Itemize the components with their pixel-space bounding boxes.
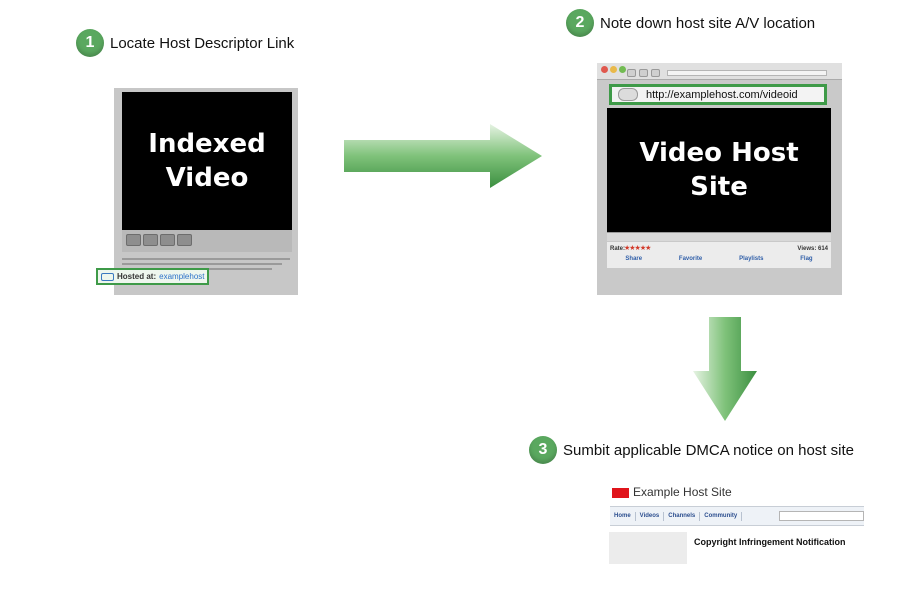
control-button <box>143 234 158 246</box>
hosted-at-host: examplehost <box>159 272 205 281</box>
host-video-player: Video Host Site <box>607 108 831 232</box>
right-arrow-icon <box>344 124 542 188</box>
video-actions: Share Favorite Playlists Flag <box>607 256 831 262</box>
host-descriptor-link[interactable]: Hosted at: examplehost <box>96 268 209 285</box>
playlists-link[interactable]: Playlists <box>739 256 764 262</box>
hosted-at-label: Hosted at: <box>117 272 157 281</box>
maximize-dot-icon <box>619 66 626 73</box>
share-link[interactable]: Share <box>625 256 643 262</box>
step-2-number: 2 <box>566 9 594 37</box>
nav-home[interactable]: Home <box>610 511 636 521</box>
down-arrow-icon <box>693 317 757 421</box>
flag-link[interactable]: Flag <box>800 256 813 262</box>
host-logo-icon <box>612 488 629 498</box>
host-url-field[interactable]: http://examplehost.com/videoid <box>609 84 827 105</box>
views-count: Views: 614 <box>797 246 828 252</box>
rating-stars-icon: ★★★★★ <box>624 245 651 252</box>
description-line <box>122 258 290 260</box>
step-2: 2 Note down host site A/V location <box>566 9 815 37</box>
forward-icon <box>639 69 648 77</box>
reload-icon <box>651 69 660 77</box>
indexed-video-screenshot: Indexed Video <box>114 88 298 295</box>
control-button <box>177 234 192 246</box>
control-button <box>126 234 141 246</box>
step-1-number: 1 <box>76 29 104 57</box>
nav-videos[interactable]: Videos <box>636 511 665 521</box>
back-icon <box>627 69 636 77</box>
host-video-controls <box>607 232 831 241</box>
minimize-dot-icon <box>610 66 617 73</box>
indexed-video-title: Indexed Video <box>148 129 266 193</box>
indexed-video-player: Indexed Video <box>122 92 292 230</box>
close-dot-icon <box>601 66 608 73</box>
nav-channels[interactable]: Channels <box>664 511 701 521</box>
nav-community[interactable]: Community <box>700 511 743 521</box>
description-line <box>122 263 282 265</box>
host-search-input[interactable] <box>779 511 864 521</box>
host-video-info: Rate: ★★★★★ Views: 614 Share Favorite Pl… <box>607 242 831 268</box>
host-site-name: Example Host Site <box>633 485 732 499</box>
copyright-notice-heading: Copyright Infringement Notification <box>694 537 846 547</box>
step-3-number: 3 <box>529 436 557 464</box>
indexed-video-controls <box>122 230 292 252</box>
rate-label: Rate: <box>610 246 626 252</box>
step-3: 3 Sumbit applicable DMCA notice on host … <box>529 436 854 464</box>
host-video-title: Video Host Site <box>639 138 799 202</box>
control-button <box>160 234 175 246</box>
host-url-text: http://examplehost.com/videoid <box>646 88 798 101</box>
step-1: 1 Locate Host Descriptor Link <box>76 29 294 57</box>
favorite-link[interactable]: Favorite <box>678 256 703 262</box>
browser-address-bar <box>667 70 827 76</box>
step-2-label: Note down host site A/V location <box>600 14 816 32</box>
step-3-label: Sumbit applicable DMCA notice on host si… <box>563 441 854 459</box>
step-1-label: Locate Host Descriptor Link <box>110 34 295 52</box>
browser-toolbar <box>597 63 842 80</box>
site-identity-icon <box>618 88 638 101</box>
notice-thumbnail <box>609 532 687 564</box>
link-arrow-icon <box>101 272 114 281</box>
